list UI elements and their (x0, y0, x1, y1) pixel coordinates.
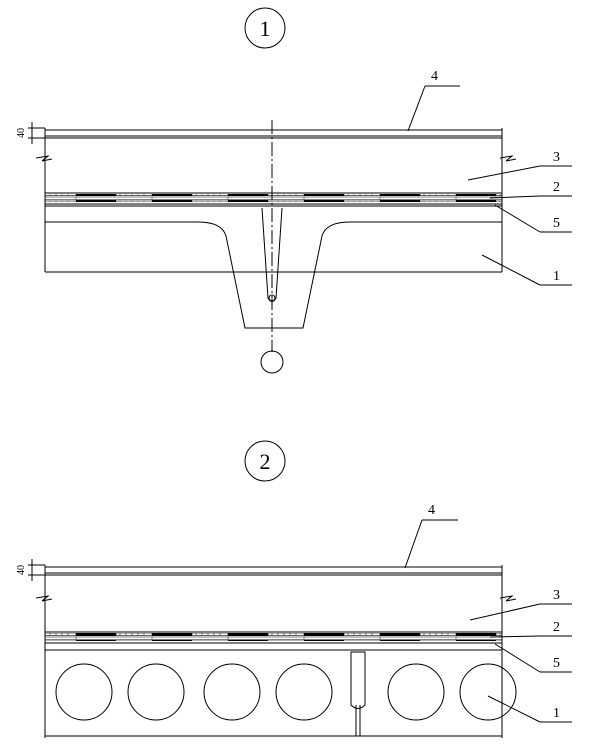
detail-2-insulation (44, 574, 503, 633)
detail-1-leader-5 (494, 204, 541, 233)
detail-2-membrane (45, 633, 502, 641)
detail-2-callout-4: 4 (428, 503, 435, 518)
detail-2-dim-text: 40 (16, 565, 27, 575)
detail-1-slab-rib (44, 205, 503, 329)
detail-2-void-4 (275, 663, 333, 721)
detail-2-callout-1: 1 (553, 706, 560, 721)
detail-2-leader-2 (489, 635, 541, 638)
detail-1-break-left (35, 155, 53, 162)
detail-1-callout-5: 5 (553, 216, 560, 231)
detail-1-callout-2: 2 (553, 180, 560, 195)
detail-2-void-6 (459, 663, 517, 721)
detail-2-void-1 (55, 663, 113, 721)
detail-2-callout-3: 3 (553, 588, 560, 603)
detail-1-callout-4: 4 (431, 69, 438, 84)
detail-1-callout-3: 3 (553, 150, 560, 165)
detail-2-hollow-slab (44, 649, 503, 737)
detail-2-void-2 (127, 663, 185, 721)
detail-2-void-3 (203, 663, 261, 721)
detail-1-marker-circle (244, 7, 286, 49)
detail-2-leader-3 (469, 603, 541, 621)
detail-2-marker-label: 2 (260, 449, 271, 474)
detail-1-insulation (44, 137, 503, 194)
detail-1: 1 40 4 (16, 7, 572, 374)
detail-2: 2 40 4 3 (16, 440, 572, 738)
detail-2-callout-5: 5 (553, 656, 560, 671)
detail-1-dim-text: 40 (16, 128, 27, 138)
detail-1-break-right (499, 155, 517, 162)
detail-2-marker-circle (244, 440, 286, 482)
detail-2-leader-1 (487, 695, 541, 723)
detail-1-axis-bubble (260, 350, 284, 374)
detail-1-leader-1 (481, 254, 541, 286)
detail-2-void-5 (387, 663, 445, 721)
detail-2-break-right (499, 595, 517, 602)
detail-2-leader-5 (494, 643, 541, 673)
detail-2-leader-4 (404, 519, 423, 569)
detail-1-marker-label: 1 (260, 16, 271, 41)
detail-1-leader-3 (467, 165, 541, 181)
detail-2-break-left (35, 595, 53, 602)
detail-1-callout-1: 1 (553, 269, 560, 284)
detail-2-plank-joint (350, 651, 366, 709)
detail-1-leader-2 (489, 195, 541, 199)
detail-2-callout-2: 2 (553, 620, 560, 635)
detail-1-leader-4 (407, 85, 426, 132)
detail-1-membrane (45, 194, 502, 202)
